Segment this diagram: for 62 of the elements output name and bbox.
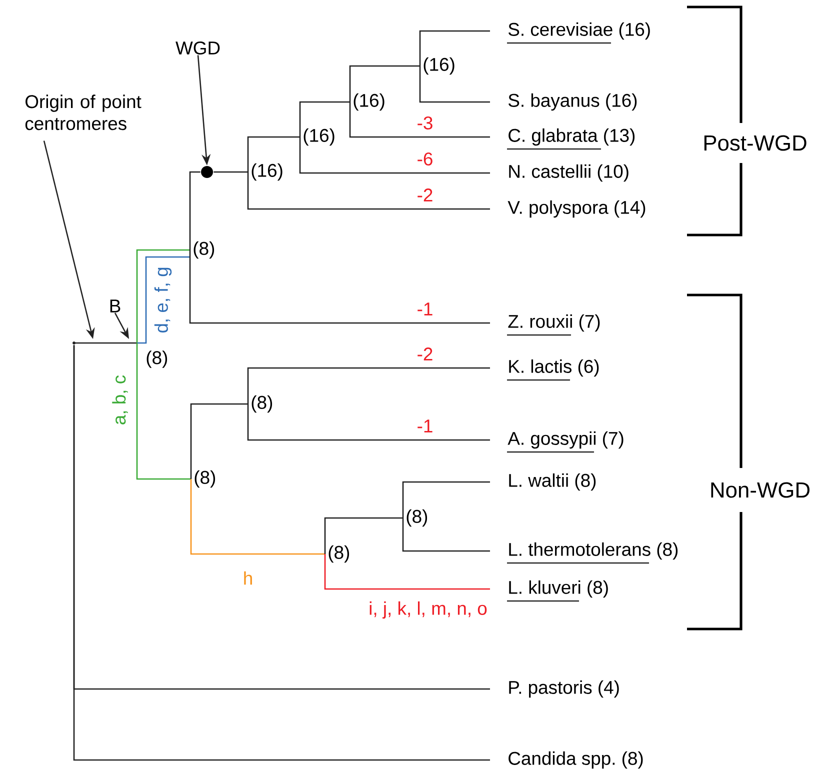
annotation: Origin of point centromeres xyxy=(25,94,142,130)
node-count: (8) xyxy=(406,509,428,527)
species-label: A. gossypii (7) xyxy=(506,431,624,452)
branch-line xyxy=(402,481,490,518)
annotation: B xyxy=(110,300,120,312)
branch-line xyxy=(324,554,490,590)
edge-label: -1 xyxy=(418,302,432,316)
species-label: C. glabrata (13) xyxy=(506,128,635,150)
species-label: L. waltii (8) xyxy=(509,473,596,491)
branch-line xyxy=(299,101,350,137)
edge-label: -2 xyxy=(418,348,432,360)
species-label: P. pastoris (4) xyxy=(509,680,619,698)
node-count: (8) xyxy=(252,395,272,413)
root-point xyxy=(72,342,76,344)
branch-line xyxy=(247,172,490,210)
species-label: K. lactis (6) xyxy=(506,359,599,380)
node-count: (8) xyxy=(146,350,168,368)
branch-line xyxy=(419,30,490,66)
species-label: V. polyspora (14) xyxy=(508,200,646,218)
species-label: L. kluveri (8) xyxy=(506,580,608,602)
species-label: S. bayanus (16) xyxy=(508,93,637,111)
branch-line xyxy=(349,102,490,138)
edge-label: -1 xyxy=(418,420,432,432)
node-count: (8) xyxy=(328,545,350,563)
edge-label: a, b, c xyxy=(112,375,128,424)
species-label: N. castellii (10) xyxy=(509,164,628,182)
branch-line xyxy=(214,171,248,173)
annotation: WGD xyxy=(176,41,220,55)
edge-label: -3 xyxy=(418,116,432,130)
edge-label: -6 xyxy=(418,152,432,166)
node-count: (16) xyxy=(424,57,454,75)
branch-line xyxy=(190,403,248,479)
branch-line xyxy=(247,136,300,172)
node-count: (16) xyxy=(304,128,334,146)
branch-line xyxy=(247,404,490,441)
species-label: Z. rouxii (7) xyxy=(506,314,600,336)
branch-line xyxy=(247,367,490,404)
branch-line xyxy=(73,345,490,761)
node-count: (8) xyxy=(194,241,214,259)
group-label: Post-WGD xyxy=(704,135,806,151)
node-count: (16) xyxy=(354,93,384,111)
branch-line xyxy=(299,137,490,174)
branch-line xyxy=(419,66,490,103)
branch-line xyxy=(136,343,191,480)
edge-label: d, e, f, g xyxy=(154,268,172,333)
species-label: Candida spp. (8) xyxy=(508,751,643,769)
branch-line xyxy=(402,518,490,552)
node-count: (8) xyxy=(194,470,216,488)
species-label: L. thermotolerans (8) xyxy=(506,542,678,564)
branch-line xyxy=(190,479,325,555)
edge-label: -2 xyxy=(418,188,432,202)
node-count: (16) xyxy=(252,163,282,181)
branch-line xyxy=(349,65,420,102)
branch-line xyxy=(74,342,137,344)
branch-line xyxy=(189,171,200,250)
event-dot xyxy=(201,166,213,178)
branch-line xyxy=(189,250,490,324)
branch-line xyxy=(324,517,403,554)
species-label: S. cerevisiae (16) xyxy=(506,22,650,44)
group-label: Non-WGD xyxy=(711,482,810,498)
edge-label: h xyxy=(244,571,252,585)
edge-label: i, j, k, l, m, n, o xyxy=(370,601,487,619)
